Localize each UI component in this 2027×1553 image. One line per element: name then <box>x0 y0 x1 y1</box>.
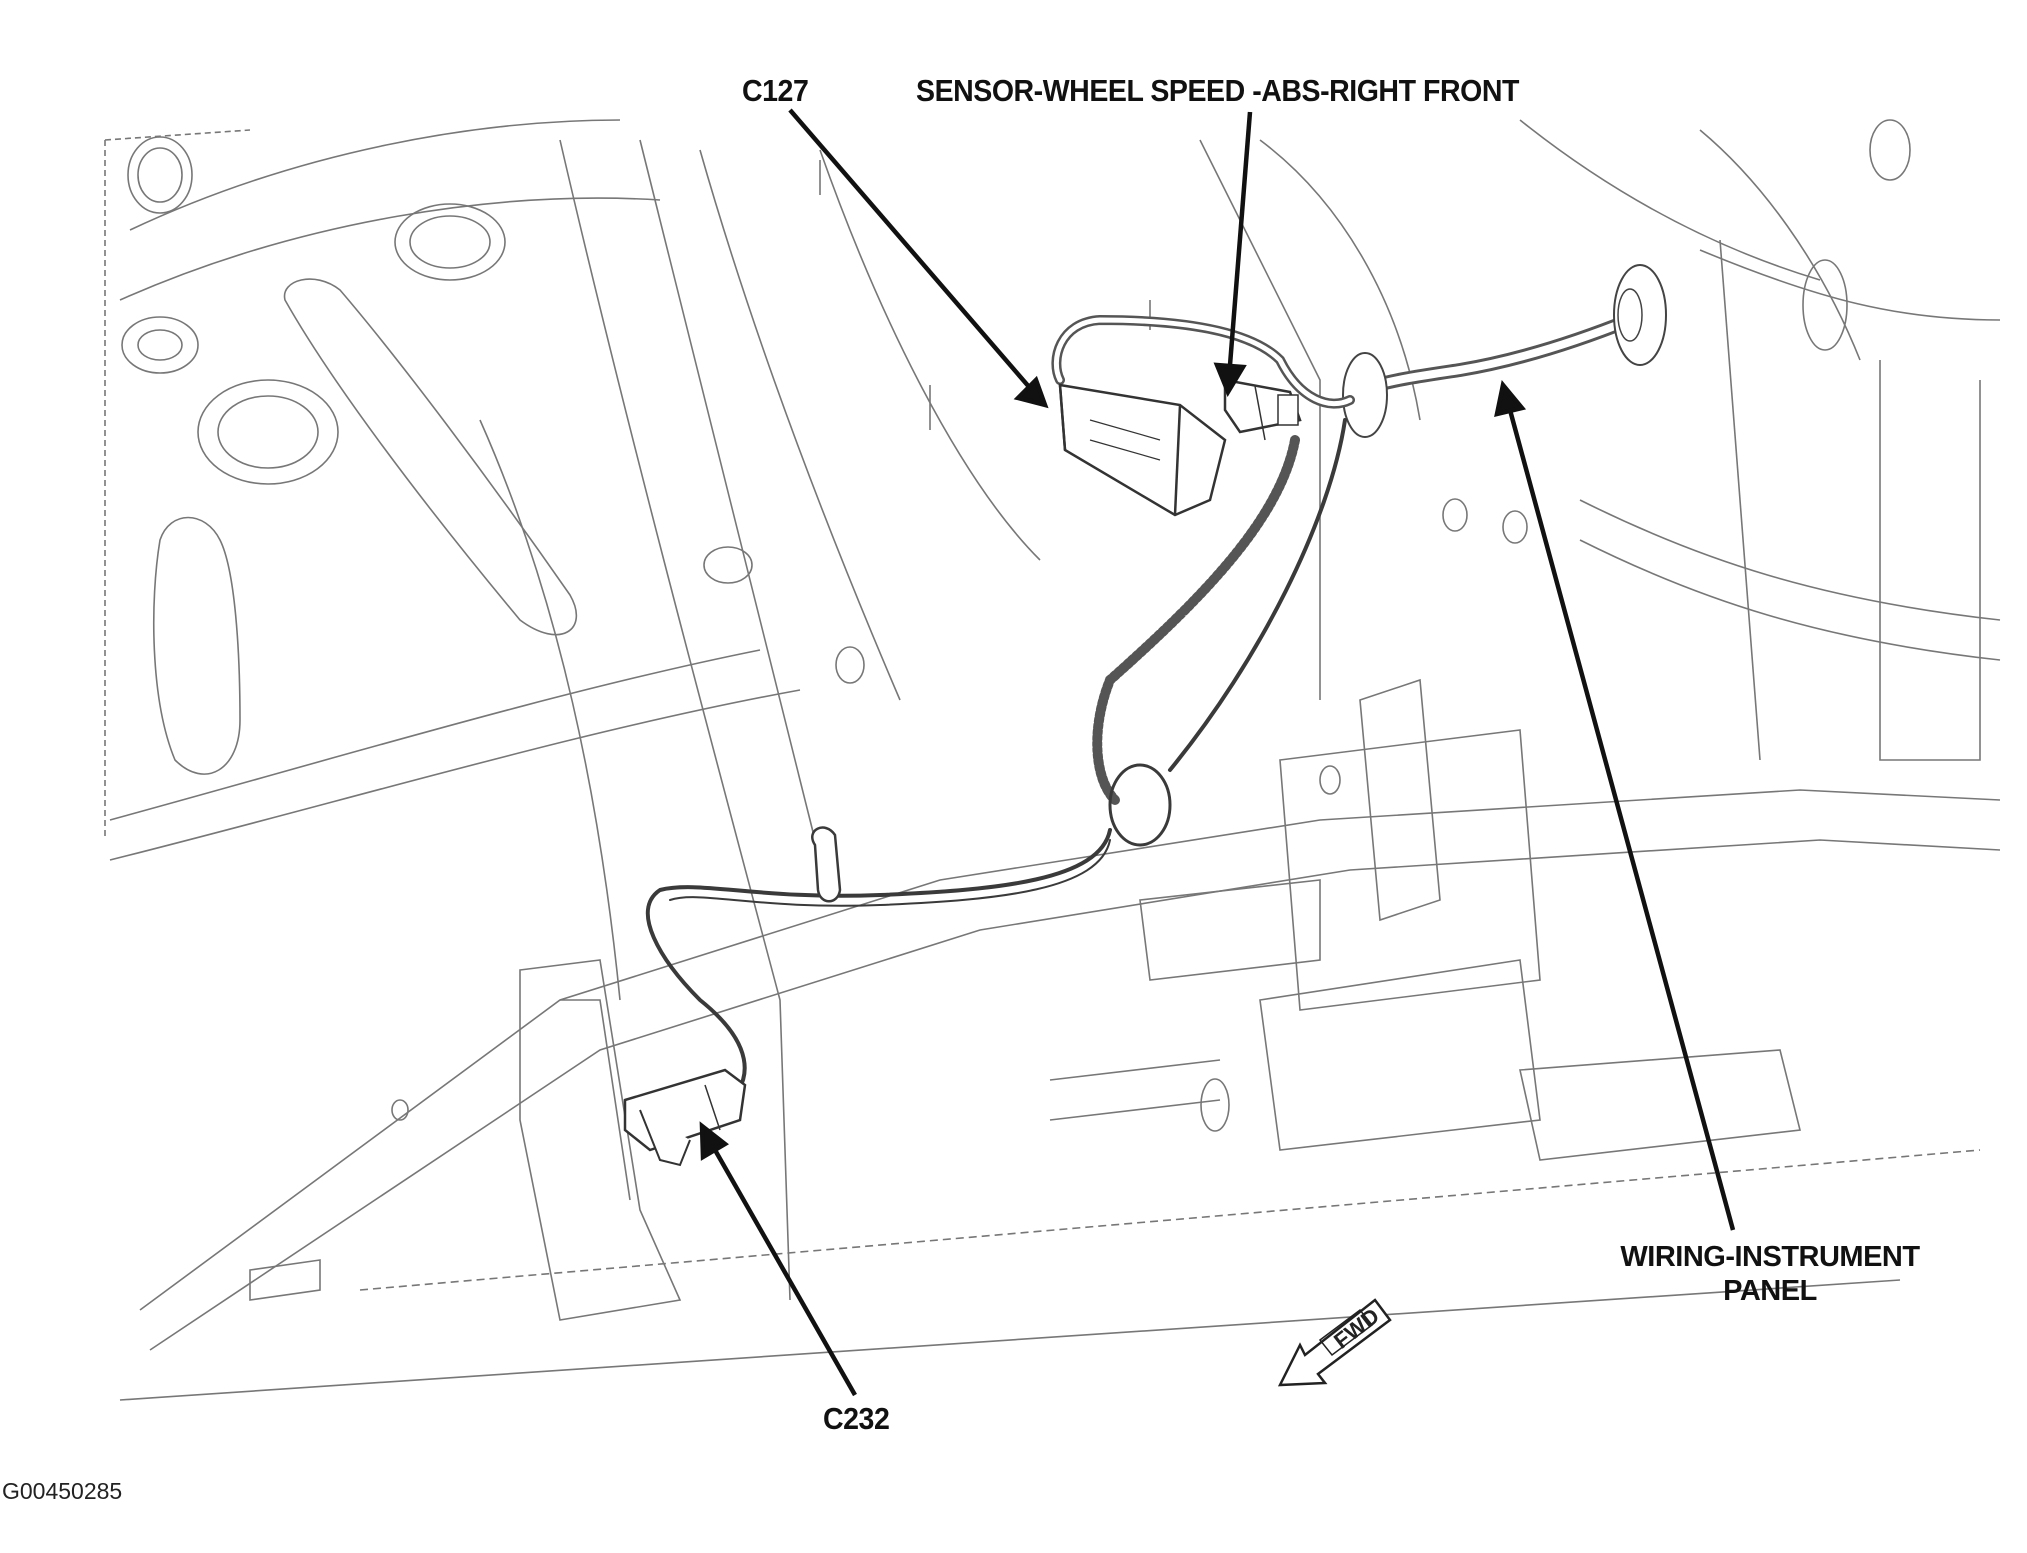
leader-arrow-c232 <box>713 1148 857 1397</box>
wiring-harness <box>645 264 1667 1112</box>
leader-arrows <box>699 108 1736 1397</box>
callout-c232: C232 <box>823 1401 890 1436</box>
figure-id: G00450285 <box>2 1478 123 1504</box>
connector-c232 <box>623 1068 747 1167</box>
forward-direction-indicator: FWD <box>1277 1298 1392 1387</box>
abs-wheel-speed-sensor <box>1223 378 1302 441</box>
fwd-arrow-icon <box>1277 1298 1392 1387</box>
callout-wiring-line1: WIRING-INSTRUMENT <box>1620 1241 1920 1273</box>
callout-wiring-line2: PANEL <box>1723 1275 1817 1307</box>
body-structure-outline <box>104 119 2001 1401</box>
harness-grommet-center <box>1342 352 1388 438</box>
callout-c127: C127 <box>742 73 809 108</box>
callout-sensor-wheel-speed: SENSOR-WHEEL SPEED -ABS-RIGHT FRONT <box>916 73 1519 108</box>
leader-arrow-wiring <box>1507 409 1736 1231</box>
leader-arrow-c127 <box>788 108 1032 390</box>
connector-c127 <box>1058 383 1227 517</box>
callout-wiring-instrument-panel: WIRING-INSTRUMENT PANEL <box>1590 1240 1950 1308</box>
leader-arrow-sensor <box>1227 111 1253 366</box>
